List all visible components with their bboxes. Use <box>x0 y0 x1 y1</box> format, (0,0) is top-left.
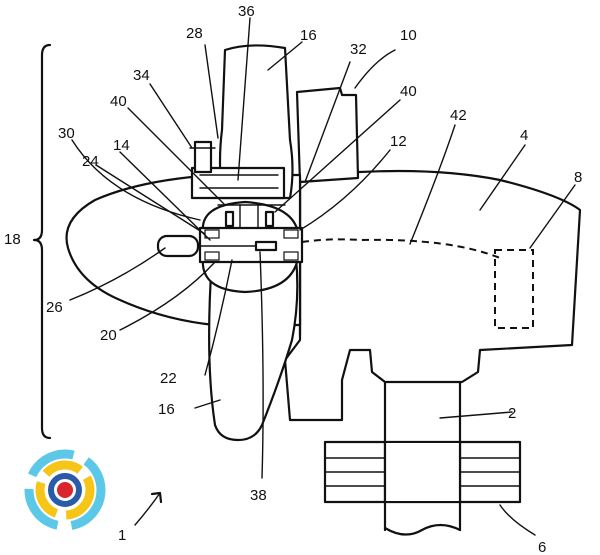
leader-lines <box>69 17 576 536</box>
label-28: 28 <box>186 25 203 42</box>
label-32: 32 <box>350 41 367 58</box>
reference-numerals: 36 28 16 32 10 34 40 40 42 4 30 14 12 24… <box>4 3 582 555</box>
arrow-1 <box>134 491 163 526</box>
logo-mark <box>24 449 106 531</box>
yaw-bearing <box>323 440 522 504</box>
label-4: 4 <box>520 127 528 144</box>
label-16-top: 16 <box>300 27 317 44</box>
lower-blade <box>208 256 299 442</box>
label-16-bottom: 16 <box>158 401 175 418</box>
label-26: 26 <box>46 299 63 316</box>
hub-assembly <box>156 140 304 294</box>
label-1: 1 <box>118 527 126 544</box>
label-22: 22 <box>160 370 177 387</box>
label-24: 24 <box>82 153 99 170</box>
label-12: 12 <box>390 133 407 150</box>
label-10: 10 <box>400 27 417 44</box>
label-34: 34 <box>133 67 150 84</box>
label-6: 6 <box>538 539 546 555</box>
label-30: 30 <box>58 125 75 142</box>
label-18: 18 <box>4 231 21 248</box>
label-38: 38 <box>250 487 267 504</box>
bracket-18 <box>32 43 52 440</box>
cable-42 <box>301 238 501 259</box>
label-40-left: 40 <box>110 93 127 110</box>
label-2: 2 <box>508 405 516 422</box>
label-40-right: 40 <box>400 83 417 100</box>
label-20: 20 <box>100 327 117 344</box>
label-42: 42 <box>450 107 467 124</box>
label-36: 36 <box>238 3 255 20</box>
label-14: 14 <box>113 137 130 154</box>
nacelle <box>283 86 582 422</box>
upper-blade <box>218 44 294 200</box>
control-box <box>494 249 534 329</box>
label-8: 8 <box>574 169 582 186</box>
